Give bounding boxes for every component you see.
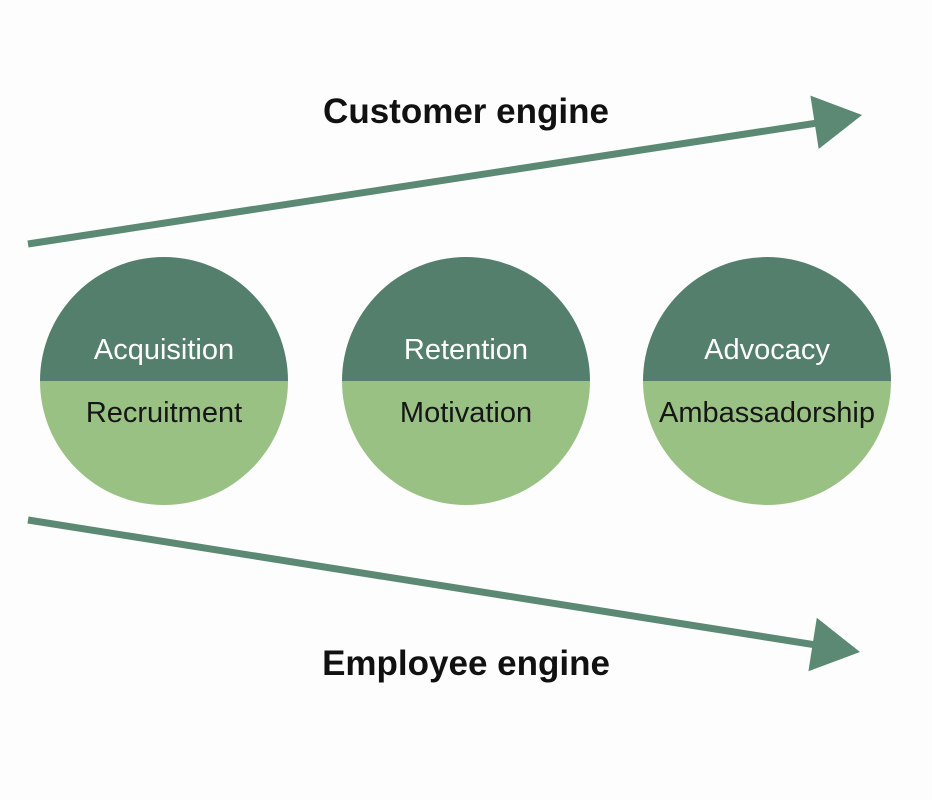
customer-engine-title: Customer engine bbox=[323, 92, 609, 131]
customer-engine-arrowhead-icon bbox=[810, 95, 862, 149]
stage-customer-label: Acquisition bbox=[93, 334, 235, 366]
customer-engine-arrow bbox=[27, 95, 862, 248]
stage-circle-acquisition: Acquisition Recruitment bbox=[40, 257, 288, 505]
employee-engine-arrow-shaft bbox=[27, 516, 819, 649]
employee-engine-title: Employee engine bbox=[322, 644, 610, 683]
stage-employee-label: Recruitment bbox=[85, 397, 243, 429]
customer-engine-arrow-shaft bbox=[27, 119, 821, 248]
stage-circle-advocacy: Advocacy Ambassadorship bbox=[643, 257, 891, 505]
stage-employee-label: Motivation bbox=[399, 397, 533, 429]
stage-circle-retention: Retention Motivation bbox=[342, 257, 590, 505]
employee-engine-arrowhead-icon bbox=[808, 617, 860, 672]
stage-customer-label: Retention bbox=[403, 334, 529, 366]
stage-customer-label: Advocacy bbox=[704, 334, 830, 366]
employee-engine-arrow bbox=[27, 516, 860, 672]
stage-employee-label: Ambassadorship bbox=[659, 397, 875, 429]
